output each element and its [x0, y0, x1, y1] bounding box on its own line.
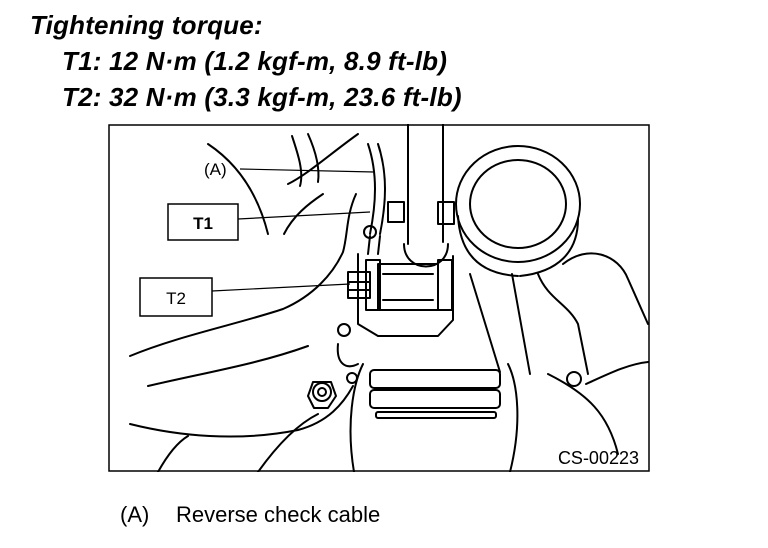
mechanism-illustration	[129, 124, 649, 472]
callout-a-label: (A)	[204, 160, 227, 179]
t1-label-box	[167, 203, 239, 241]
t2-leader	[211, 283, 351, 292]
transmission-diagram: (A) T1 T2 CS-00223	[108, 124, 650, 472]
legend-key: (A)	[120, 502, 150, 527]
legend-description: Reverse check cable	[176, 502, 381, 527]
callout-a-leader	[239, 168, 375, 173]
legend: (A) Reverse check cable	[120, 502, 380, 528]
torque-spec-t1: T1: 12 N·m (1.2 kgf-m, 8.9 ft-lb)	[62, 46, 448, 76]
figure-id: CS-00223	[558, 448, 639, 468]
torque-spec-t2: T2: 32 N·m (3.3 kgf-m, 23.6 ft-lb)	[62, 82, 462, 112]
t1-label: T1	[193, 214, 213, 233]
t2-label-box	[139, 277, 213, 317]
t1-leader	[237, 211, 371, 220]
torque-title: Tightening torque:	[30, 10, 263, 40]
t2-label: T2	[166, 289, 186, 308]
